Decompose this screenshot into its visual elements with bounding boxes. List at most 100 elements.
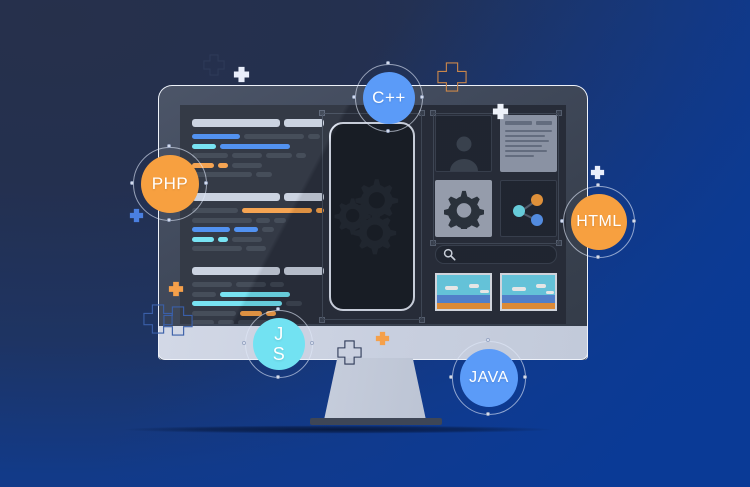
badge-label: C++ bbox=[372, 88, 406, 108]
x-solid-orange-left-icon bbox=[168, 281, 184, 297]
code-line bbox=[192, 267, 330, 275]
text-card[interactable] bbox=[500, 115, 557, 172]
code-line bbox=[192, 172, 330, 177]
selection-edge bbox=[558, 113, 559, 243]
badge-handle-dot[interactable] bbox=[596, 255, 600, 259]
code-token bbox=[256, 172, 272, 177]
code-line bbox=[192, 217, 330, 223]
code-line bbox=[192, 227, 330, 232]
selection-edge bbox=[421, 114, 422, 319]
code-token bbox=[232, 162, 262, 168]
code-token bbox=[218, 320, 234, 324]
code-token bbox=[192, 217, 252, 223]
x-outline-blue-b-icon bbox=[163, 306, 193, 336]
code-token bbox=[192, 320, 214, 324]
badge-handle-dot[interactable] bbox=[486, 412, 490, 416]
badge-handle-dot[interactable] bbox=[386, 61, 390, 65]
badge-handle-dot[interactable] bbox=[167, 218, 171, 222]
code-token bbox=[232, 153, 262, 158]
badge-label: HTML bbox=[576, 212, 622, 230]
x-outline-orange-top-icon bbox=[437, 62, 467, 92]
language-badge-java[interactable]: JAVA bbox=[449, 338, 527, 416]
floor-shadow bbox=[50, 424, 625, 435]
badge-handle-dot[interactable] bbox=[352, 95, 356, 99]
badge-handle-dot[interactable] bbox=[560, 219, 564, 223]
code-token bbox=[270, 282, 284, 287]
badge-handle-dot[interactable] bbox=[523, 375, 527, 379]
code-line bbox=[192, 301, 330, 306]
code-token bbox=[262, 227, 274, 232]
code-line bbox=[192, 236, 330, 242]
avatar-card[interactable] bbox=[435, 115, 492, 172]
share-nodes-icon bbox=[512, 193, 543, 226]
badge-circle[interactable]: JAVA bbox=[460, 349, 518, 407]
user-avatar-icon bbox=[449, 136, 478, 171]
x-solid-white-left-icon bbox=[129, 208, 144, 223]
phone-mockup bbox=[319, 110, 425, 323]
badge-circle[interactable]: PHP bbox=[141, 155, 199, 213]
badge-handle-dot[interactable] bbox=[276, 307, 280, 311]
code-line bbox=[192, 162, 330, 168]
badge-circle[interactable]: HTML bbox=[571, 194, 627, 250]
badge-handle-dot[interactable] bbox=[204, 181, 208, 185]
code-token bbox=[284, 193, 324, 201]
badge-handle-dot[interactable] bbox=[242, 341, 246, 345]
selection-handle[interactable] bbox=[419, 317, 425, 323]
code-line bbox=[192, 246, 330, 251]
selection-edge bbox=[433, 243, 559, 244]
code-token bbox=[220, 143, 290, 149]
badge-handle-dot[interactable] bbox=[130, 181, 134, 185]
code-editor-panel bbox=[192, 119, 330, 324]
code-token bbox=[192, 310, 236, 316]
share-card[interactable] bbox=[500, 180, 557, 237]
badge-handle-dot[interactable] bbox=[420, 95, 424, 99]
code-token bbox=[274, 217, 286, 223]
code-block bbox=[192, 119, 330, 177]
code-token bbox=[286, 301, 302, 306]
x-outline-dark-base-icon bbox=[337, 340, 362, 365]
badge-handle-dot[interactable] bbox=[486, 338, 490, 342]
badge-label: PHP bbox=[151, 174, 189, 194]
badge-handle-dot[interactable] bbox=[386, 129, 390, 133]
code-token bbox=[192, 236, 214, 242]
language-badge-cpp[interactable]: C++ bbox=[352, 61, 424, 133]
settings-card[interactable] bbox=[435, 180, 492, 237]
language-badge-html[interactable]: HTML bbox=[560, 183, 636, 259]
code-line bbox=[192, 291, 330, 297]
selection-edge bbox=[433, 113, 434, 243]
selection-edge bbox=[322, 114, 323, 319]
code-token bbox=[192, 172, 252, 177]
code-token bbox=[192, 134, 240, 139]
badge-handle-dot[interactable] bbox=[276, 375, 280, 379]
code-token bbox=[192, 208, 238, 213]
badge-handle-dot[interactable] bbox=[596, 183, 600, 187]
code-token bbox=[220, 291, 290, 297]
code-token bbox=[296, 153, 306, 158]
image-thumbnail[interactable] bbox=[500, 273, 557, 311]
image-thumbnail[interactable] bbox=[435, 273, 492, 311]
code-token bbox=[308, 134, 320, 139]
code-token bbox=[218, 162, 228, 168]
code-token bbox=[192, 227, 230, 232]
code-block bbox=[192, 193, 330, 251]
code-token bbox=[218, 236, 228, 242]
code-token bbox=[234, 227, 258, 232]
code-line bbox=[192, 119, 330, 127]
x-solid-white-right-icon bbox=[590, 165, 605, 180]
badge-circle[interactable]: C++ bbox=[363, 72, 415, 124]
code-token bbox=[284, 267, 324, 275]
language-badge-php[interactable]: PHP bbox=[130, 144, 208, 222]
x-solid-white-top-icon bbox=[233, 66, 250, 83]
badge-handle-dot[interactable] bbox=[632, 219, 636, 223]
search-input[interactable] bbox=[435, 245, 557, 264]
badge-handle-dot[interactable] bbox=[449, 375, 453, 379]
x-outline-blue-a-icon bbox=[143, 304, 173, 334]
code-token bbox=[232, 236, 262, 242]
code-line bbox=[192, 282, 330, 287]
badge-handle-dot[interactable] bbox=[167, 144, 171, 148]
code-line bbox=[192, 208, 330, 213]
badge-handle-dot[interactable] bbox=[310, 341, 314, 345]
